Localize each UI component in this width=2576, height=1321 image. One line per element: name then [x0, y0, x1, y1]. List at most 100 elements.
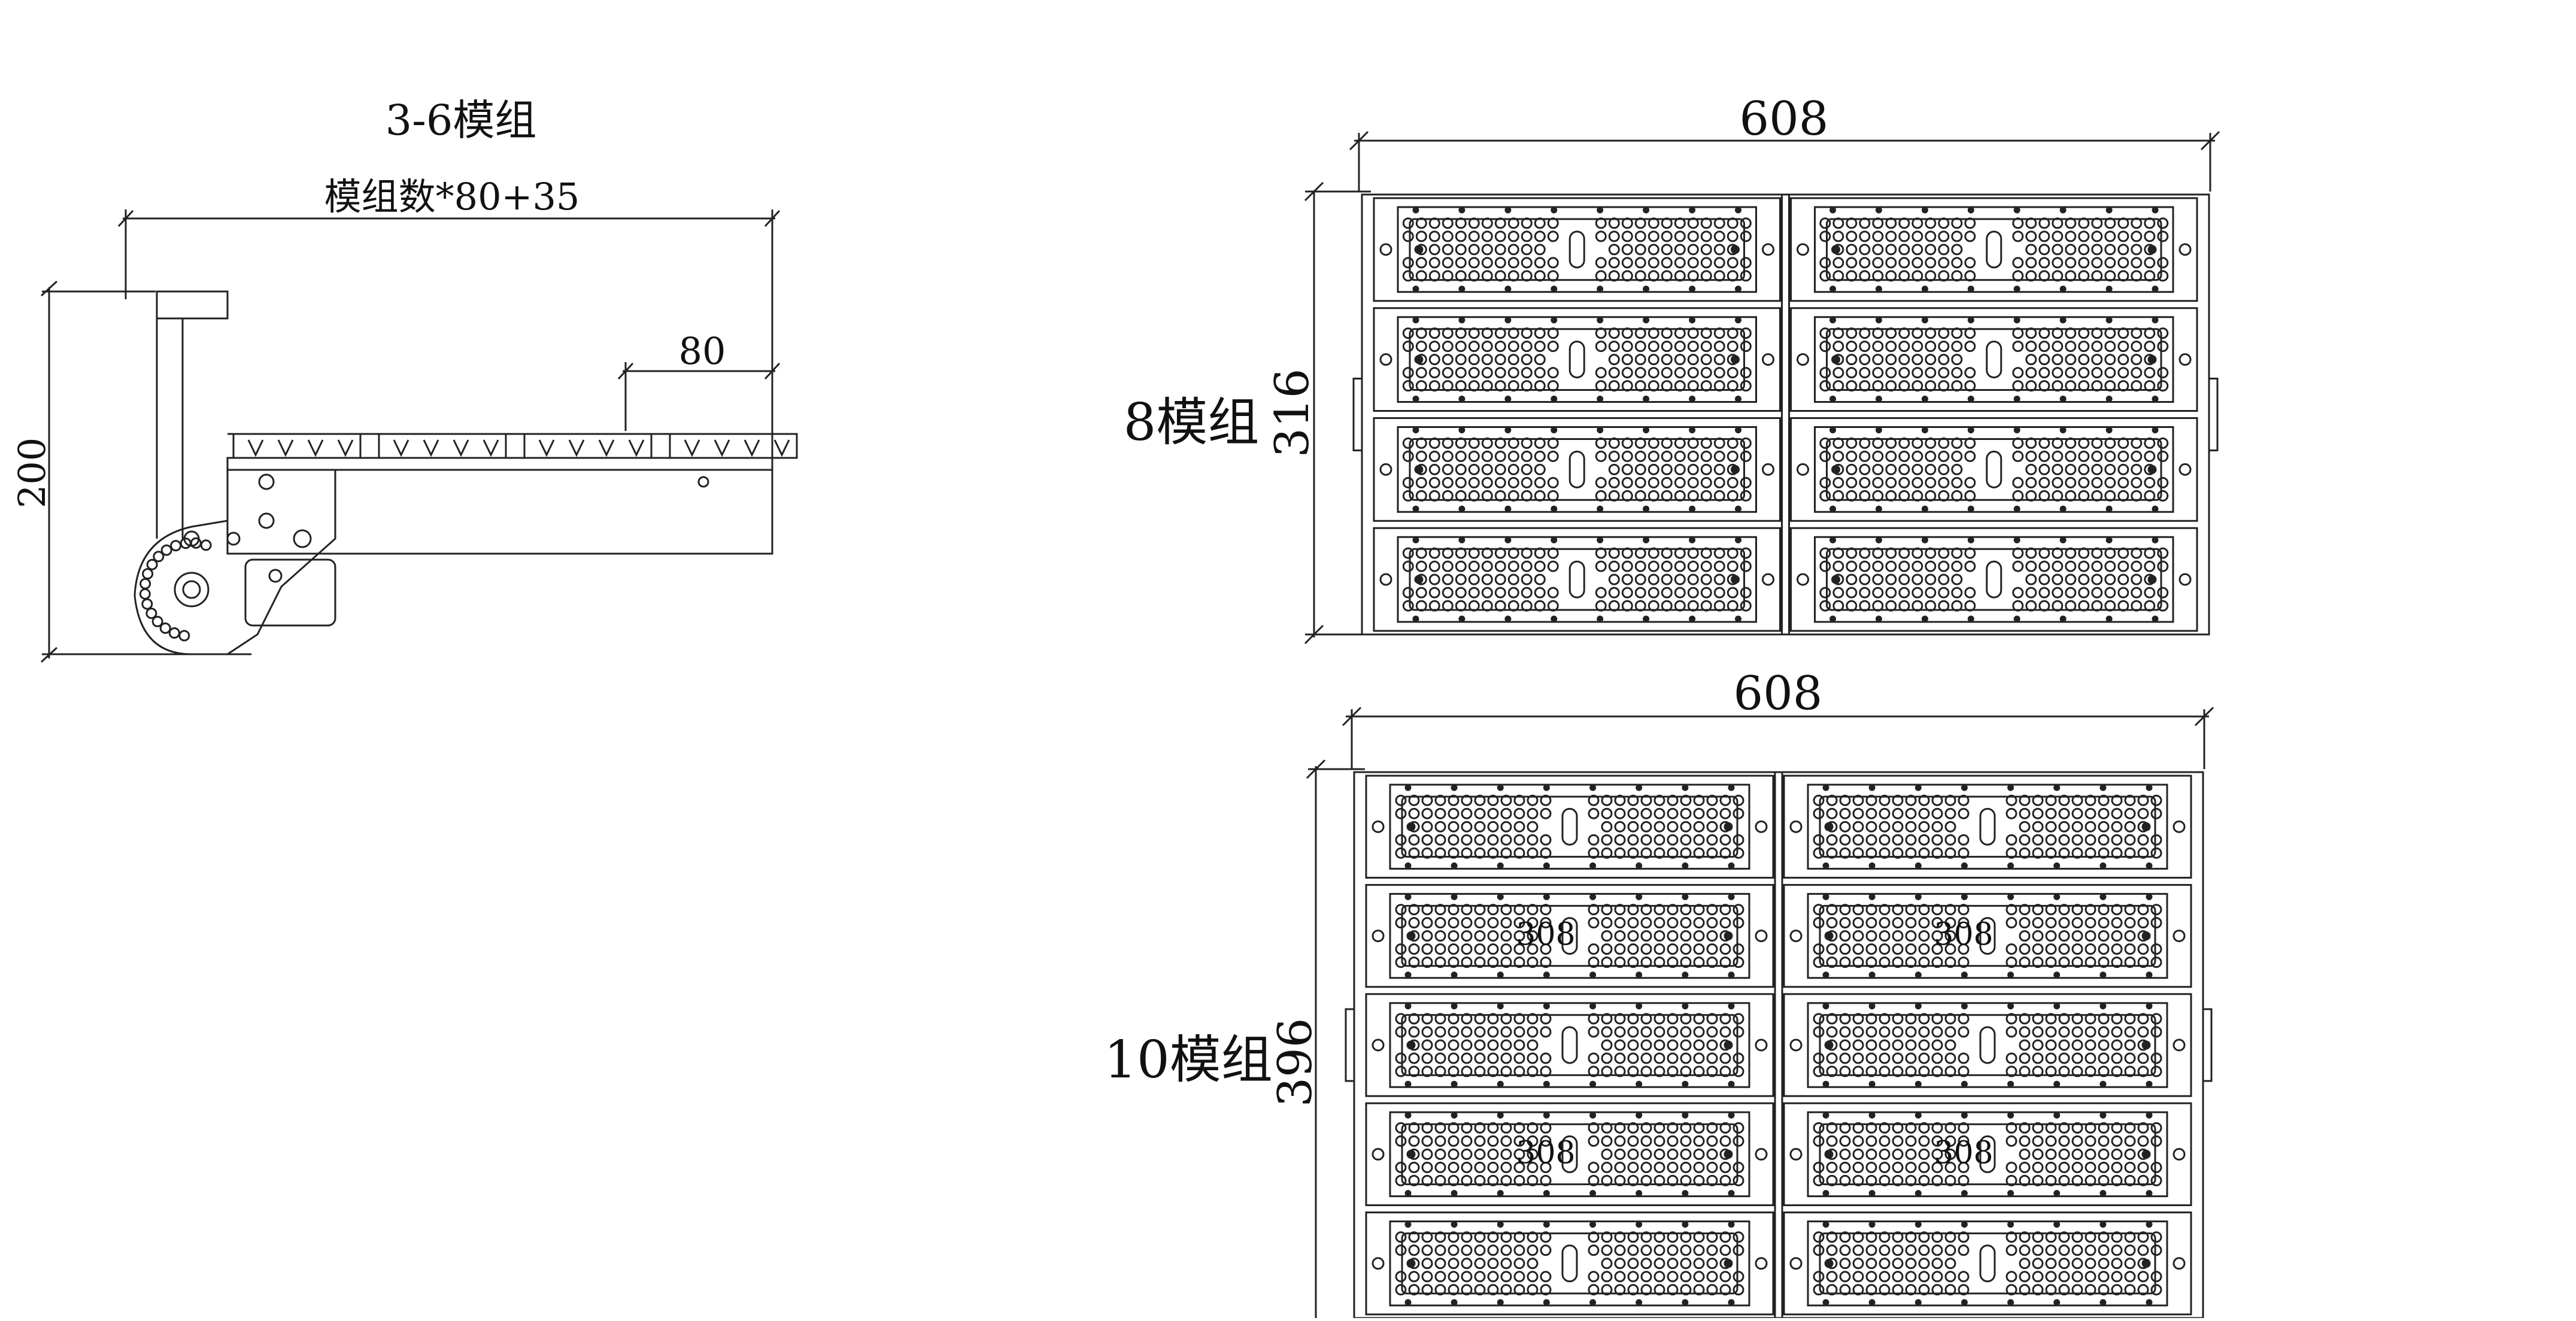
led: [1614, 1258, 1626, 1270]
led: [2124, 821, 2136, 833]
screw: [1914, 1190, 1922, 1197]
led: [1608, 463, 1620, 475]
screw: [1497, 1080, 1504, 1088]
led: [2104, 560, 2116, 572]
led: [2071, 1284, 2083, 1296]
led: [1521, 217, 1533, 229]
led: [1653, 1244, 1665, 1256]
led: [1608, 547, 1620, 559]
led: [1872, 490, 1884, 502]
led: [2078, 341, 2090, 353]
led: [1461, 1271, 1473, 1283]
led: [1898, 380, 1910, 392]
led: [1813, 834, 1825, 846]
led: [1540, 794, 1552, 806]
led: [1892, 930, 1904, 942]
led: [1647, 573, 1659, 585]
screw: [1597, 317, 1604, 324]
led: [1865, 1231, 1877, 1243]
led: [1732, 834, 1744, 846]
led: [2045, 1161, 2057, 1173]
screw: [1458, 427, 1466, 433]
led: [1905, 1052, 1917, 1064]
led: [2137, 1039, 2149, 1051]
led: [1865, 1065, 1877, 1077]
led: [1507, 573, 1519, 585]
led: [2025, 270, 2037, 282]
led: [1474, 1174, 1486, 1186]
led: [1402, 217, 1414, 229]
led: [1958, 1231, 1970, 1243]
led: [1819, 600, 1831, 612]
led: [1521, 367, 1533, 379]
led: [1944, 794, 1956, 806]
lens-area: [1401, 795, 1738, 858]
led: [1964, 476, 1976, 488]
led: [1513, 1284, 1525, 1296]
led: [1719, 834, 1731, 846]
led: [1395, 1122, 1407, 1134]
led: [1500, 943, 1512, 955]
screw: [1458, 396, 1466, 402]
led: [1700, 560, 1712, 572]
screw: [1822, 893, 1829, 900]
led: [1700, 573, 1712, 585]
led: [1951, 476, 1963, 488]
led: [1547, 230, 1559, 242]
led: [1487, 930, 1499, 942]
led: [1653, 917, 1665, 929]
led: [2091, 341, 2103, 353]
screw: [2059, 317, 2067, 324]
led: [1653, 807, 1665, 819]
led: [1667, 1013, 1679, 1025]
led: [1402, 380, 1414, 392]
led: [2137, 943, 2149, 955]
led: [1693, 794, 1705, 806]
led: [1500, 930, 1512, 942]
side-screw: [1372, 820, 1385, 833]
led: [1421, 1258, 1433, 1270]
side-bracket: [1345, 1008, 1355, 1082]
screw: [1967, 536, 1974, 543]
screw: [1404, 1080, 1412, 1088]
module-panel: [1814, 206, 2174, 293]
led: [1534, 230, 1546, 242]
led: [1627, 1244, 1639, 1256]
led: [2032, 943, 2044, 955]
led: [1732, 1135, 1744, 1147]
led: [2019, 847, 2031, 859]
led: [2058, 1284, 2070, 1296]
screw: [1961, 1299, 1968, 1306]
led: [1951, 380, 1963, 392]
led: [1865, 943, 1877, 955]
led: [1647, 560, 1659, 572]
led: [2131, 560, 2143, 572]
led: [1434, 917, 1446, 929]
led: [2157, 437, 2169, 449]
led: [1846, 587, 1858, 599]
led: [1700, 476, 1712, 488]
led: [2124, 1258, 2136, 1270]
led: [2098, 1231, 2110, 1243]
led: [2019, 821, 2031, 833]
led: [1898, 270, 1910, 282]
led: [1527, 917, 1539, 929]
led: [1687, 463, 1699, 475]
module-body: [226, 457, 773, 555]
led: [1693, 1148, 1705, 1160]
screw: [1451, 1299, 1458, 1306]
led: [1732, 1271, 1744, 1283]
led: [1911, 244, 1923, 256]
screw: [2152, 286, 2159, 293]
led: [1608, 450, 1620, 462]
led: [1595, 490, 1607, 502]
side-screw: [1755, 930, 1768, 943]
led: [2124, 943, 2136, 955]
led: [1846, 573, 1858, 585]
led: [1527, 930, 1539, 942]
side-screw: [2178, 573, 2192, 586]
led: [1852, 1122, 1864, 1134]
led: [1442, 476, 1454, 488]
led: [2098, 1258, 2110, 1270]
led: [1700, 437, 1712, 449]
